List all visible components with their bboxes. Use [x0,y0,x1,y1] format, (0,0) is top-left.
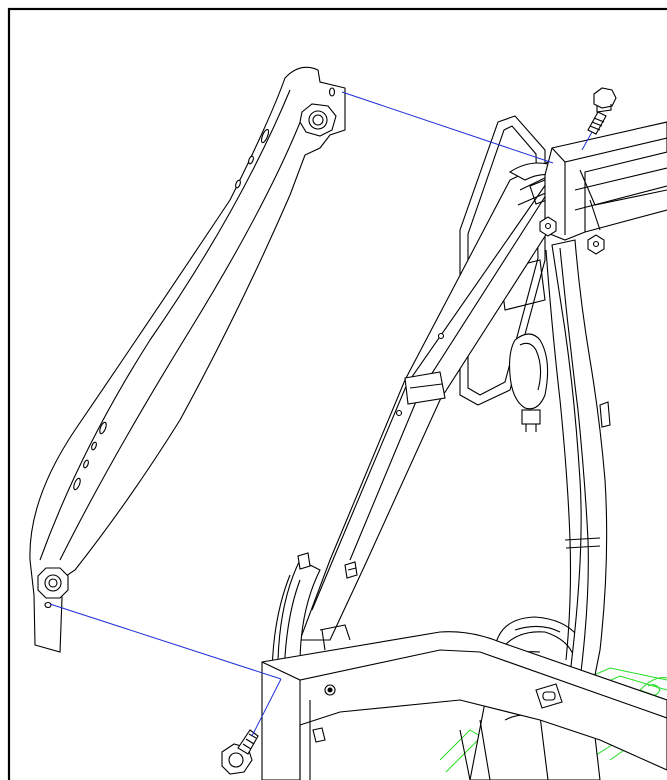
rear-upright [545,239,611,701]
lower-crossbar-bolt [324,684,336,696]
lower-nut [37,567,69,599]
alignment-lines [49,91,593,737]
upper-alignment-line [341,91,554,164]
drawing-frame [7,7,667,780]
crossbar-nut-1 [539,216,557,237]
lower-crossbar-clip [535,683,563,709]
upper-bolt [587,87,617,135]
crossbar-nut-2 [587,234,605,255]
upper-nut [299,103,337,137]
lower-bolt [221,729,259,775]
side-bracket [29,66,346,653]
lower-bolt-alignment-line [251,678,282,737]
lower-alignment-line [49,603,282,680]
upper-bolt-alignment-line [581,131,593,151]
handlebar-post [271,161,566,780]
lower-crossbar [261,624,667,780]
top-crossbar [539,121,667,255]
